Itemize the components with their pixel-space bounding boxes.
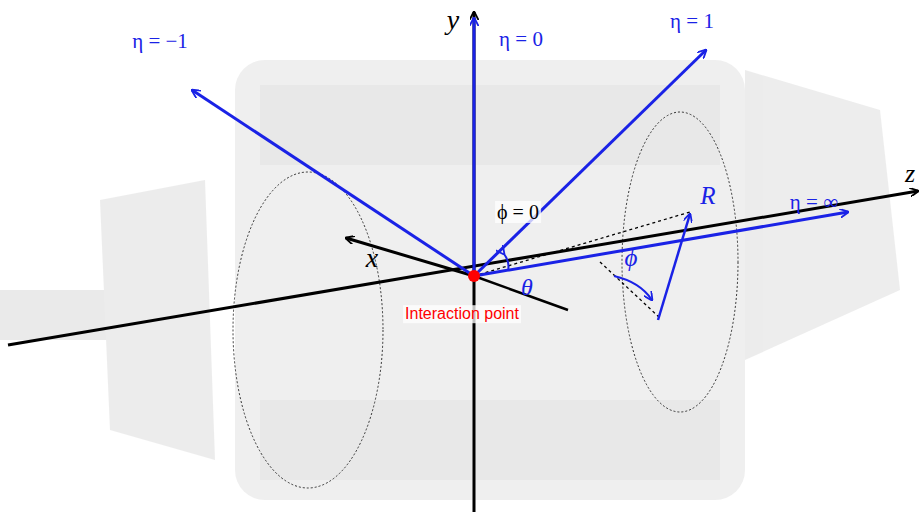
- eta-label: η = 1: [668, 10, 716, 33]
- end-ellipse: [622, 112, 738, 412]
- phi-zero-label: ϕ = 0: [495, 201, 541, 223]
- point-label: Interaction point: [403, 305, 521, 323]
- radius-arrow: [658, 214, 690, 320]
- angle-label: ϕ: [623, 244, 640, 272]
- eta-line: [192, 90, 474, 276]
- angle-label: θ: [519, 274, 535, 300]
- y-axis: [473, 12, 476, 512]
- theta-arc: [504, 254, 509, 271]
- radius-label: R: [698, 182, 717, 210]
- detector-picture: [0, 60, 900, 500]
- eta-label: η = −1: [130, 30, 190, 53]
- eta-line: [473, 18, 476, 276]
- axis-label: x: [364, 243, 380, 274]
- eta-label: η = 0: [497, 28, 545, 51]
- phi-arc: [614, 276, 652, 300]
- eta-label: η = ∞: [788, 191, 840, 214]
- axis-label: y: [445, 5, 461, 36]
- end-ellipse: [233, 172, 383, 488]
- x-axis: [346, 238, 474, 276]
- axis-label: z: [903, 160, 917, 189]
- interaction-point-dot: [468, 270, 480, 282]
